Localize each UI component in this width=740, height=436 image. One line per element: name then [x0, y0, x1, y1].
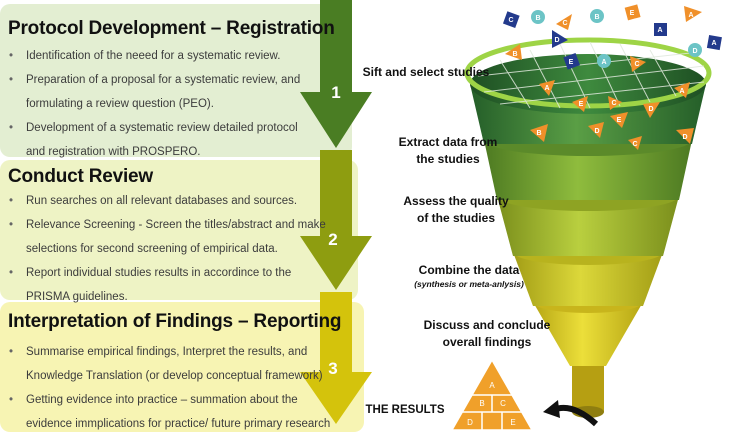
bullet-item: Summarise empirical findings, Interpret … — [0, 340, 330, 364]
stage-label-sift: Sift and select studies — [356, 64, 496, 81]
stage-label-line: the studies — [416, 152, 480, 166]
bullet-continuation: formulating a review question (PEO). — [26, 98, 214, 110]
piece-b: B — [479, 399, 484, 408]
section-title-interpretation: Interpretation of Findings – Reporting — [8, 311, 342, 332]
section-bullets-protocol: Identification of the neeed for a system… — [0, 44, 300, 164]
stage-label-line: Extract data from — [398, 135, 498, 149]
section-bullets-interpretation: Summarise empirical findings, Interpret … — [0, 340, 330, 436]
stage-label-line: overall findings — [442, 335, 532, 349]
stage-label-line: Combine the data — [418, 263, 520, 277]
bullet-item: Identification of the neeed for a system… — [0, 44, 300, 68]
bullet-item: Development of a systematic review detai… — [0, 116, 300, 140]
step-arrow-2 — [300, 150, 372, 290]
step-number-1: 1 — [331, 83, 340, 102]
section-title-protocol: Protocol Development – Registration — [8, 18, 335, 39]
stage-label-line: Assess the quality — [403, 194, 509, 208]
token-c3: C — [634, 61, 639, 68]
bullet-item: Preparation of a proposal for a systemat… — [0, 68, 300, 92]
results-arrow — [543, 400, 599, 427]
token-e3: E — [579, 101, 584, 108]
stage-label-line: of the studies — [416, 211, 495, 225]
bullet-continuation: Knowledge Translation (or develop concep… — [26, 370, 323, 382]
step-number-2: 2 — [328, 230, 337, 249]
bullet-item: Run searches on all relevant databases a… — [0, 189, 326, 213]
token-a3: A — [711, 40, 716, 47]
bullet-continuation: selections for second screening of empir… — [26, 243, 278, 255]
stage-sublabel: (synthesis or meta-anlysis) — [414, 279, 524, 289]
step-arrow-1 — [300, 0, 372, 148]
token-c: C — [508, 17, 513, 24]
token-d5: D — [682, 134, 687, 141]
token-d3: D — [648, 106, 653, 113]
token-c5: C — [632, 141, 637, 148]
piece-e: E — [510, 418, 515, 427]
funnel — [464, 37, 712, 418]
token-d4: D — [594, 128, 599, 135]
token-c2: C — [562, 20, 567, 27]
bullet-item: Getting evidence into practice – summati… — [0, 388, 330, 412]
bullet-continuation: PRISMA guidelines. — [26, 291, 128, 303]
study-tokens: C B C B E A A A B D E A C D A E C D A B … — [502, 4, 722, 150]
token-d: D — [554, 37, 559, 44]
token-e4: E — [617, 117, 622, 124]
stage-label-discuss: Discuss and conclude overall findings — [412, 317, 562, 351]
token-a: A — [688, 12, 693, 19]
bullet-continuation: evidence immplications for practice/ fut… — [26, 418, 331, 430]
token-b2: B — [594, 14, 599, 21]
token-b4: B — [536, 130, 541, 137]
stage-label-line: Sift and select studies — [362, 65, 490, 79]
bullet-continuation: and registration with PROSPERO. — [26, 146, 201, 158]
piece-c: C — [500, 399, 506, 408]
token-c4: C — [611, 100, 616, 107]
piece-a: A — [489, 381, 495, 390]
results-pyramid: A B C D E — [450, 358, 534, 431]
token-a6: A — [679, 88, 684, 95]
token-e: E — [630, 10, 635, 17]
bullet-item: Report individual studies results in acc… — [0, 261, 326, 285]
token-b3: B — [512, 51, 517, 58]
results-label: THE RESULTS — [365, 404, 445, 416]
stage-label-assess: Assess the quality of the studies — [398, 193, 514, 227]
section-title-conduct: Conduct Review — [8, 166, 153, 187]
token-e2: E — [569, 59, 574, 66]
step-number-3: 3 — [328, 359, 337, 378]
piece-d: D — [467, 418, 473, 427]
stage-label-line: Discuss and conclude — [423, 318, 551, 332]
token-a5: A — [544, 85, 549, 92]
stage-label-extract: Extract data from the studies — [388, 134, 508, 168]
token-d2: D — [692, 48, 697, 55]
token-a2: A — [657, 27, 662, 34]
bullet-item: Relevance Screening - Screen the titles/… — [0, 213, 326, 237]
section-bullets-conduct: Run searches on all relevant databases a… — [0, 189, 326, 309]
stage-label-combine: Combine the data (synthesis or meta-anly… — [394, 262, 544, 290]
token-a4: A — [601, 59, 606, 66]
token-b: B — [535, 15, 540, 22]
